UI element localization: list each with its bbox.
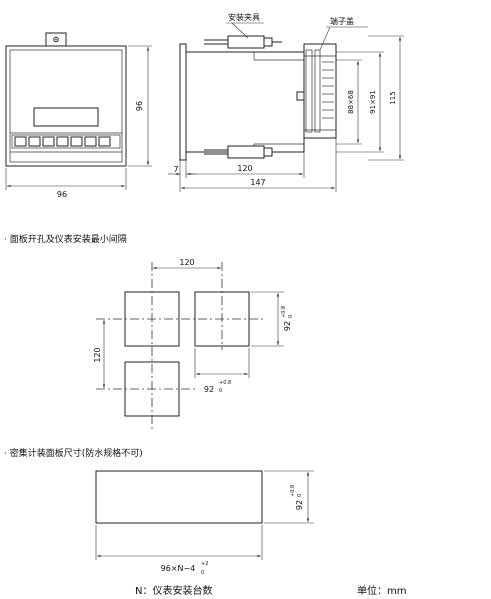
cutout-height-tol-lower: 0 [288, 315, 294, 318]
front-display-window [33, 107, 99, 127]
side-case [185, 51, 305, 153]
cutout-pitch-v-label: 120 [93, 347, 102, 362]
cutout-pitch-h-label: 120 [179, 258, 194, 267]
footer-n-note: N：仪表安装台数 [135, 584, 212, 597]
dim-91x91-label: 91×91 [369, 90, 377, 114]
footer-unit-note: 单位：mm [357, 584, 406, 597]
dim-120-label: 120 [237, 164, 252, 173]
callout-cover: 端子盖 [330, 16, 354, 26]
section-dense-title: · 密集计装面板尺寸(防水规格不可) [4, 447, 143, 459]
cutout-width-tol-upper: +0.8 [219, 380, 231, 386]
front-key [84, 136, 97, 147]
dense-panel-opening [95, 470, 263, 524]
front-key [14, 136, 27, 147]
cutout-height-tol-upper: +0.8 [281, 306, 287, 318]
callout-clamp: 安装夹具 [228, 12, 260, 22]
dense-height-tol-upper: +0.8 [290, 485, 296, 497]
section-cutout-title: · 面板开孔及仪表安装最小间隔 [4, 233, 127, 245]
front-width-label: 96 [57, 190, 67, 199]
dense-length-label: 96×N−4 [161, 564, 196, 573]
dim-88x68-label: 88×68 [347, 90, 355, 114]
lower-mounting-clamp [204, 145, 282, 159]
front-key [28, 136, 41, 147]
dense-length-tol-lower: 0 [201, 570, 204, 576]
front-key [56, 136, 69, 147]
dense-diagram: 92 +0.8 0 96×N−4 +2 0 [95, 470, 314, 576]
dim-7-label: 7 [173, 165, 178, 174]
cutout-hole-height-label: 92 [283, 321, 292, 331]
side-view: 安装夹具 端子盖 7 120 147 88×68 91×91 115 [168, 12, 404, 192]
front-mount-hole [53, 36, 59, 43]
dense-height-label: 92 [295, 500, 304, 510]
dim-147-label: 147 [250, 178, 265, 187]
front-key [98, 136, 111, 147]
front-view: 96 96 [5, 32, 152, 199]
cutout-diagram: 120 120 92 +0.8 0 92 +0.8 0 [93, 258, 294, 430]
terminal-cover [303, 43, 337, 139]
dim-115-label: 115 [389, 91, 397, 104]
cutout-width-tol-lower: 0 [219, 388, 222, 394]
dense-height-tol-lower: 0 [297, 494, 303, 497]
side-rear-bump [296, 91, 305, 101]
dense-length-tol-upper: +2 [201, 561, 208, 567]
cover-leader [319, 26, 331, 51]
front-inner-frame [9, 49, 123, 163]
front-key [70, 136, 83, 147]
upper-mounting-clamp [204, 35, 282, 49]
clamp-leader [231, 22, 249, 39]
front-height-label: 96 [135, 101, 144, 111]
side-bezel [179, 43, 187, 161]
front-key-row [11, 134, 121, 149]
cutout-hole-width-label: 92 [204, 385, 214, 394]
front-key [42, 136, 55, 147]
